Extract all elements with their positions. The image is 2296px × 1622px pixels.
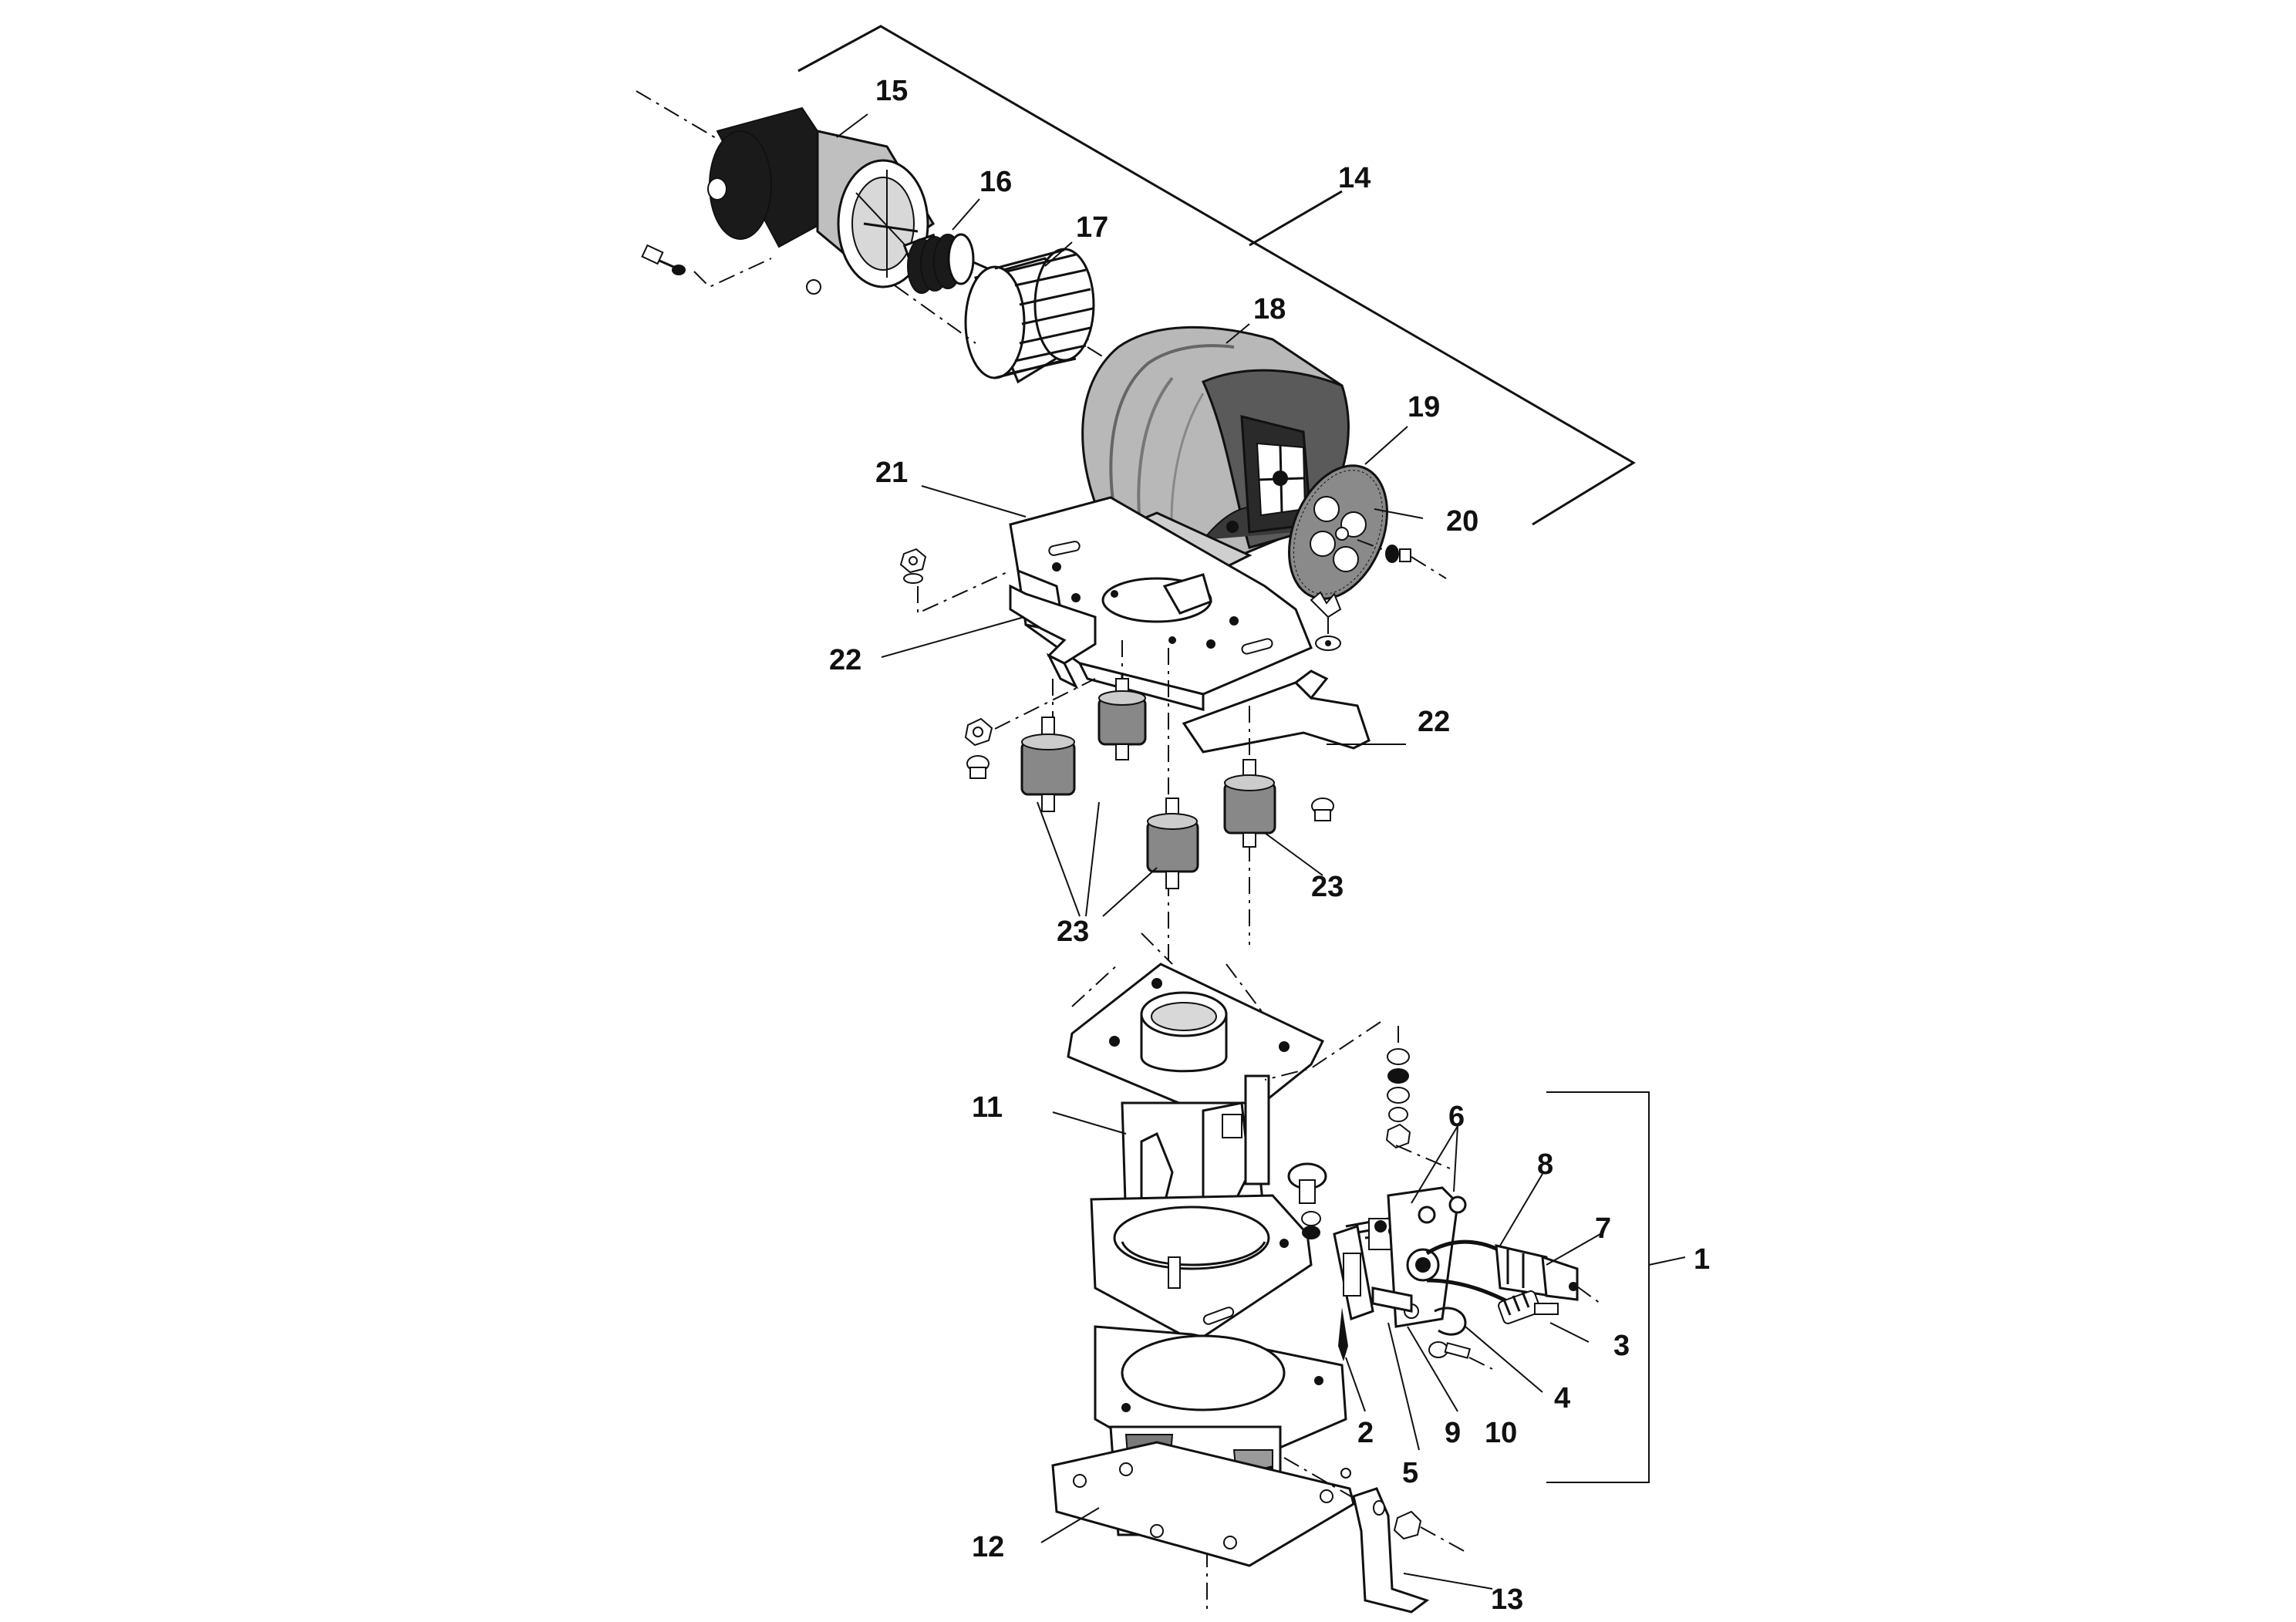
leader-lines — [836, 113, 1601, 1590]
callout-4: 4 — [1554, 1382, 1570, 1415]
callout-5: 5 — [1402, 1457, 1418, 1489]
callout-15: 15 — [875, 75, 908, 107]
rail-bracket-part-22-left — [1009, 584, 1097, 690]
callout-3: 3 — [1613, 1330, 1630, 1362]
assembly-14-bracket — [797, 25, 1636, 526]
blower-wheel-part-17 — [894, 248, 1119, 384]
callout-10: 10 — [1485, 1417, 1517, 1449]
l-bracket-part-13 — [1283, 1457, 1466, 1614]
callout-1: 1 — [1694, 1243, 1710, 1276]
callout-16: 16 — [979, 166, 1012, 198]
motor-mount-screw — [641, 244, 772, 288]
air-tube-part-11 — [1067, 963, 1325, 1344]
callout-21: 21 — [875, 457, 908, 489]
callout-6: 6 — [1448, 1101, 1465, 1133]
callout-20: 20 — [1446, 505, 1478, 538]
callout-17: 17 — [1076, 211, 1108, 244]
motor-part-15 — [636, 90, 936, 295]
rail-bracket-part-22-right — [1182, 669, 1371, 754]
callout-22-left: 22 — [829, 644, 861, 676]
callout-labels: 15 16 17 14 18 19 20 21 22 22 23 23 11 1… — [829, 75, 1710, 1616]
callout-7: 7 — [1595, 1212, 1611, 1245]
coupling-part-16 — [902, 233, 992, 294]
callout-12: 12 — [972, 1531, 1004, 1563]
callout-23-right: 23 — [1311, 871, 1344, 903]
callout-2: 2 — [1357, 1417, 1374, 1449]
callout-8: 8 — [1537, 1148, 1553, 1181]
callout-18: 18 — [1253, 293, 1286, 325]
callout-13: 13 — [1491, 1583, 1523, 1616]
base-tube-part-12 — [1051, 1325, 1355, 1567]
callout-11: 11 — [972, 1091, 1003, 1124]
ignition-assembly-part-1 — [1264, 1021, 1686, 1483]
air-shutter-part-19 — [1288, 464, 1447, 600]
callout-23-left: 23 — [1057, 916, 1089, 948]
plate-hardware — [899, 548, 1342, 821]
callout-9: 9 — [1445, 1417, 1461, 1449]
isolators-part-23 — [1020, 675, 1276, 889]
callout-19: 19 — [1408, 391, 1440, 423]
callout-22-right: 22 — [1418, 706, 1450, 738]
callout-14: 14 — [1338, 162, 1371, 194]
